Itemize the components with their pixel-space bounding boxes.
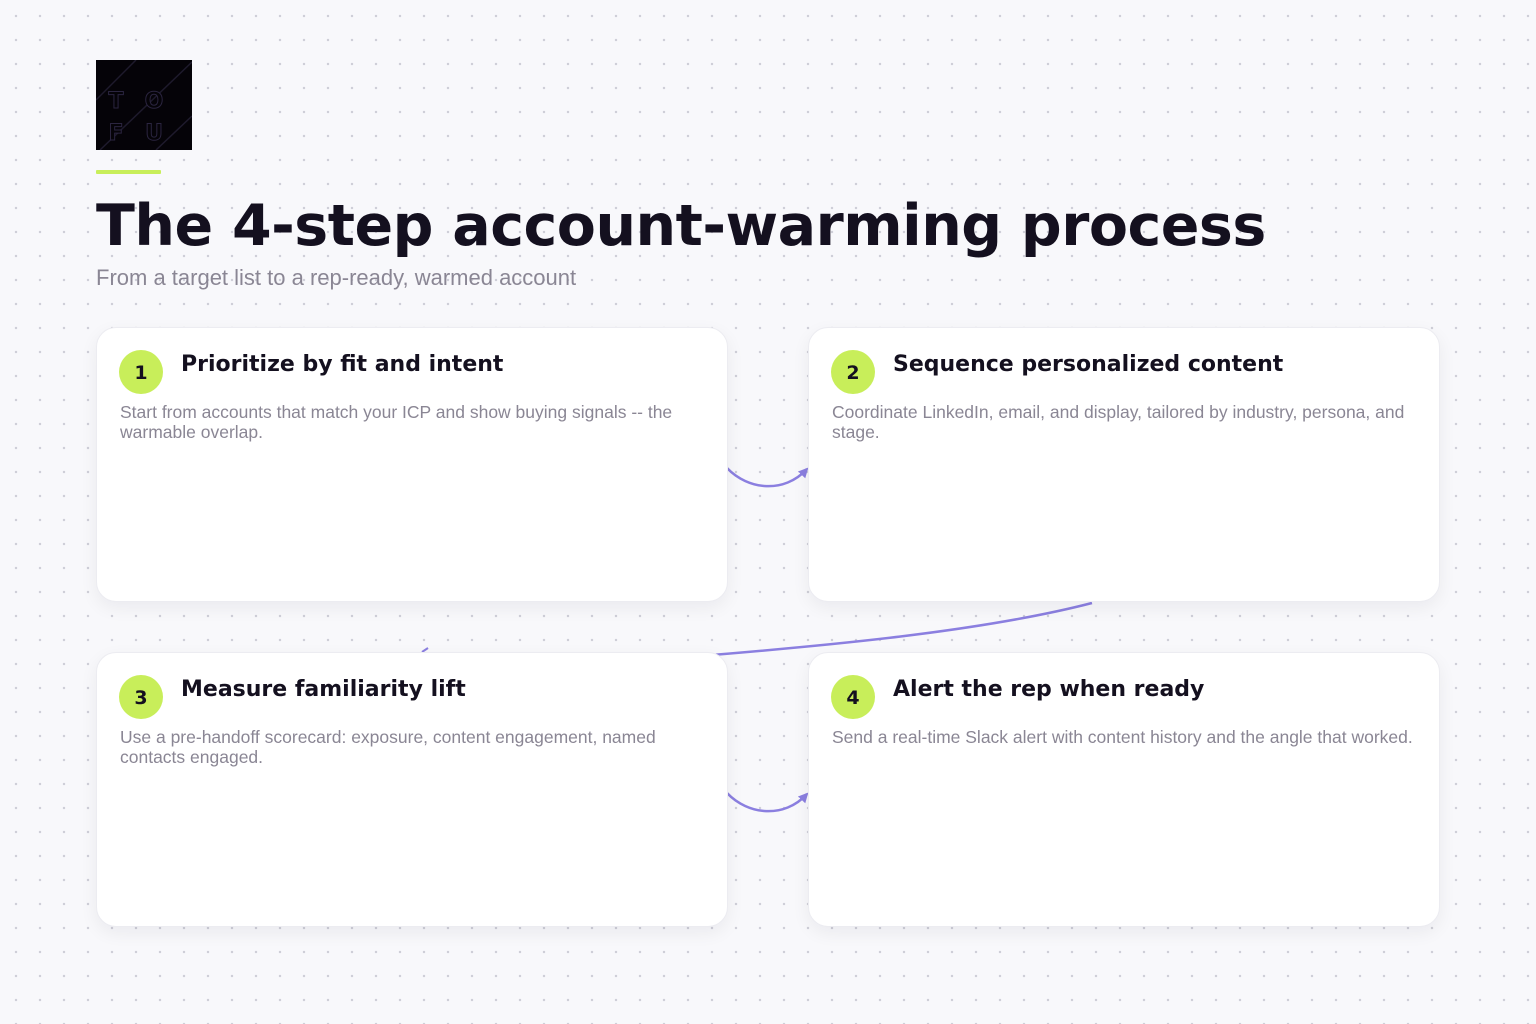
connector-2-3 <box>711 601 1093 657</box>
page-subtitle: From a target list to a rep-ready, warme… <box>96 265 577 290</box>
step-number-badge: 2 <box>831 350 875 394</box>
step-card-1: 1 Prioritize by fit and intent Start fro… <box>96 327 728 602</box>
connector-3-4 <box>726 792 809 813</box>
tofu-logo: T O F U <box>96 60 192 150</box>
connector-1-2 <box>726 467 809 488</box>
step-card-3: 3 Measure familiarity lift Use a pre-han… <box>96 652 728 927</box>
logo-letter: O <box>144 89 164 115</box>
logo-letters: T O F U <box>96 60 192 150</box>
step-number-badge: 4 <box>831 675 875 719</box>
step-number-badge: 3 <box>119 675 163 719</box>
step-number-badge: 1 <box>119 350 163 394</box>
step-title: Measure familiarity lift <box>181 677 466 702</box>
step-card-4: 4 Alert the rep when ready Send a real-t… <box>808 652 1440 927</box>
logo-letter: F <box>108 121 124 147</box>
step-title: Alert the rep when ready <box>893 677 1205 702</box>
step-title: Prioritize by fit and intent <box>181 352 504 377</box>
step-description: Send a real-time Slack alert with conten… <box>832 727 1413 747</box>
step-description: Use a pre-handoff scorecard: exposure, c… <box>120 727 656 767</box>
logo-diagonal <box>96 60 192 150</box>
step-title: Sequence personalized content <box>893 352 1284 377</box>
step-card-2: 2 Sequence personalized content Coordina… <box>808 327 1440 602</box>
step-description: Coordinate LinkedIn, email, and display,… <box>832 402 1405 442</box>
accent-rule <box>96 170 161 174</box>
step-description: Start from accounts that match your ICP … <box>120 402 673 442</box>
logo-letter: U <box>145 121 164 147</box>
page-title: The 4-step account-warming process <box>96 193 1266 259</box>
logo-letter: T <box>108 89 124 115</box>
